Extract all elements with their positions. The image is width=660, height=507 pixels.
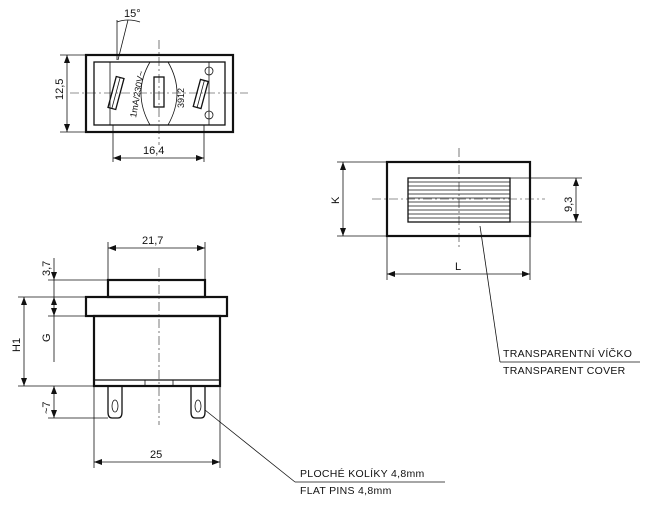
top-view: 1mA/230V~ 3912 15° 12,5 16,4 bbox=[54, 8, 248, 162]
window-arrow-down bbox=[573, 214, 579, 222]
cover-label-cz: TRANSPARENTNÍ VÍČKO bbox=[503, 347, 632, 360]
width-flange-arrow-left bbox=[94, 459, 102, 465]
side-view-body bbox=[92, 314, 222, 388]
l-dimension-value: L bbox=[455, 261, 461, 273]
cap-arrow-down bbox=[51, 272, 57, 280]
width-flange-arrow-right bbox=[212, 459, 220, 465]
side-view-pin-right bbox=[190, 386, 206, 419]
side-view-cap bbox=[106, 278, 207, 299]
top-view-inner-frame bbox=[93, 61, 226, 126]
k-arrow-down bbox=[340, 228, 346, 236]
pin-length-value: ~7 bbox=[41, 401, 53, 414]
width-body-arrow-left bbox=[108, 245, 116, 251]
l-arrow-left bbox=[387, 271, 395, 277]
h1-dimension-value: H1 bbox=[11, 338, 23, 352]
side-view-flange bbox=[84, 295, 229, 318]
pins-label-en: FLAT PINS 4,8mm bbox=[300, 485, 392, 497]
pin-arrow-down bbox=[51, 410, 57, 418]
side-view-pin-left bbox=[107, 386, 123, 419]
angle-dimension-arc bbox=[116, 19, 141, 23]
width-top-value: 16,4 bbox=[143, 145, 164, 157]
top-view-center-slot bbox=[153, 76, 165, 108]
window-arrow-up bbox=[573, 178, 579, 186]
g-arrow-down bbox=[51, 308, 57, 316]
h1-arrow-up bbox=[21, 297, 27, 305]
front-view: K L 9,3 TRANSPARENTNÍ VÍČKO TRANSPARENT … bbox=[330, 148, 640, 377]
side-view: 21,7 3,7 G H1 ~7 25 bbox=[11, 235, 445, 497]
pins-leader-line bbox=[204, 409, 296, 483]
top-view-pin-right bbox=[192, 78, 210, 110]
g-dimension-value: G bbox=[41, 333, 53, 342]
height-top-arrow-down bbox=[64, 124, 70, 132]
pins-label-cz: PLOCHÉ KOLÍKY 4,8mm bbox=[300, 467, 425, 480]
width-body-value: 21,7 bbox=[142, 235, 163, 247]
width-body-arrow-right bbox=[197, 245, 205, 251]
side-view-center-notch bbox=[144, 379, 174, 387]
height-top-value: 12,5 bbox=[54, 79, 66, 100]
top-view-pin-left bbox=[107, 75, 125, 111]
top-view-rivet-top bbox=[204, 66, 214, 76]
k-dimension-value: K bbox=[330, 196, 342, 204]
cap-height-value: 3,7 bbox=[41, 261, 53, 276]
l-arrow-right bbox=[522, 271, 530, 277]
angle-dimension-value: 15° bbox=[124, 8, 141, 20]
cover-label-en: TRANSPARENT COVER bbox=[503, 365, 626, 377]
width-flange-value: 25 bbox=[150, 449, 162, 461]
k-arrow-up bbox=[340, 162, 346, 170]
top-view-outer-frame bbox=[84, 53, 235, 134]
width-top-arrow-left bbox=[113, 155, 121, 161]
angle-leader-right bbox=[117, 19, 129, 61]
h1-arrow-down bbox=[21, 378, 27, 386]
width-top-arrow-right bbox=[196, 155, 204, 161]
pin-arrow-up bbox=[51, 386, 57, 394]
code-marking: 3912 bbox=[176, 88, 186, 108]
height-top-arrow-up bbox=[64, 55, 70, 63]
cover-leader-line bbox=[479, 225, 501, 363]
window-height-value: 9,3 bbox=[563, 197, 575, 212]
top-view-rivet-bottom bbox=[204, 110, 214, 120]
